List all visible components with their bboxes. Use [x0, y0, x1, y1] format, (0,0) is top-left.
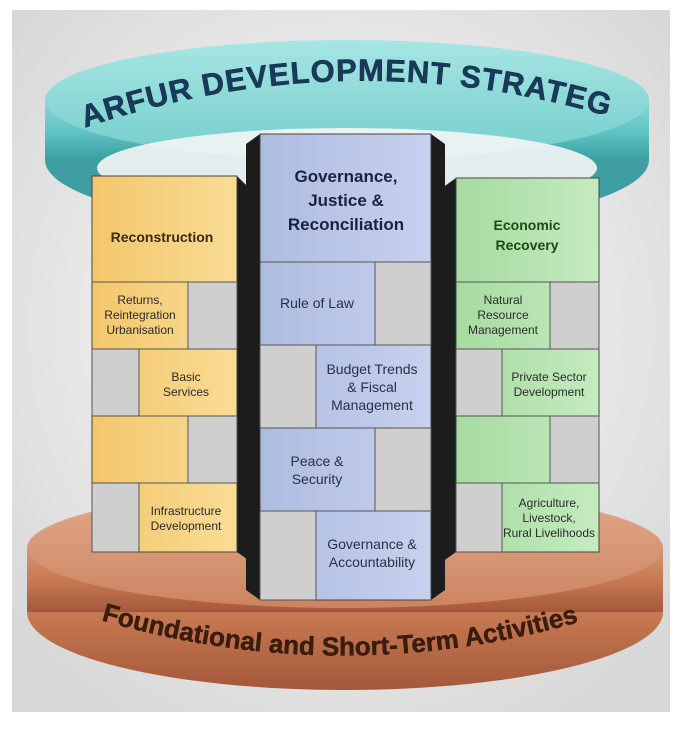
- pillar-title-governance-3: Reconciliation: [288, 215, 404, 234]
- item-livestock: Livestock,: [522, 511, 575, 525]
- item-peace: Peace &: [291, 453, 345, 469]
- pillar-title-economic-2: Recovery: [495, 237, 558, 253]
- item-agriculture: Agriculture,: [519, 496, 580, 510]
- item-reintegration: Reintegration: [104, 308, 175, 322]
- item-resource: Resource: [477, 308, 529, 322]
- item-accountability: Accountability: [329, 554, 415, 570]
- item-rural-livelihoods: Rural Livelihoods: [503, 526, 595, 540]
- pillar-economic-recovery: Economic Recovery Natural Resource Manag…: [442, 177, 600, 562]
- item-development: Development: [514, 385, 585, 399]
- gray-block: [374, 261, 432, 346]
- item-budget-trends: Budget Trends: [326, 361, 417, 377]
- gray-block: [187, 415, 238, 484]
- gray-block: [374, 427, 432, 512]
- item-management: Management: [468, 323, 539, 337]
- item-services: Services: [163, 385, 209, 399]
- item-natural: Natural: [484, 293, 523, 307]
- item-security: Security: [292, 471, 343, 487]
- pillar-title-governance-1: Governance,: [295, 167, 398, 186]
- item-rule-of-law: Rule of Law: [280, 295, 355, 311]
- item-development: Development: [151, 519, 222, 533]
- gray-block: [549, 415, 600, 484]
- item-infrastructure: Infrastructure: [151, 504, 222, 518]
- pillar-governance: Governance, Justice & Reconciliation Rul…: [246, 133, 445, 601]
- gray-block: [187, 281, 238, 350]
- gray-block: [259, 344, 317, 429]
- item-urbanisation: Urbanisation: [106, 323, 173, 337]
- pillar-title-governance-2: Justice &: [308, 191, 384, 210]
- pillar-title-economic-1: Economic: [494, 217, 561, 233]
- gray-block: [455, 348, 503, 417]
- gray-block: [91, 348, 140, 417]
- gray-block: [455, 482, 503, 553]
- item-private-sector: Private Sector: [511, 370, 586, 384]
- gray-block: [91, 482, 140, 553]
- item-basic: Basic: [171, 370, 200, 384]
- item-returns: Returns,: [117, 293, 162, 307]
- item-governance-acc: Governance &: [327, 536, 417, 552]
- item-management: Management: [331, 397, 413, 413]
- gray-block: [259, 510, 317, 601]
- pillar-reconstruction: Reconstruction Returns, Reintegration Ur…: [91, 175, 251, 562]
- pillar-title-reconstruction: Reconstruction: [111, 229, 214, 245]
- gray-block: [549, 281, 600, 350]
- item-fiscal: & Fiscal: [347, 379, 397, 395]
